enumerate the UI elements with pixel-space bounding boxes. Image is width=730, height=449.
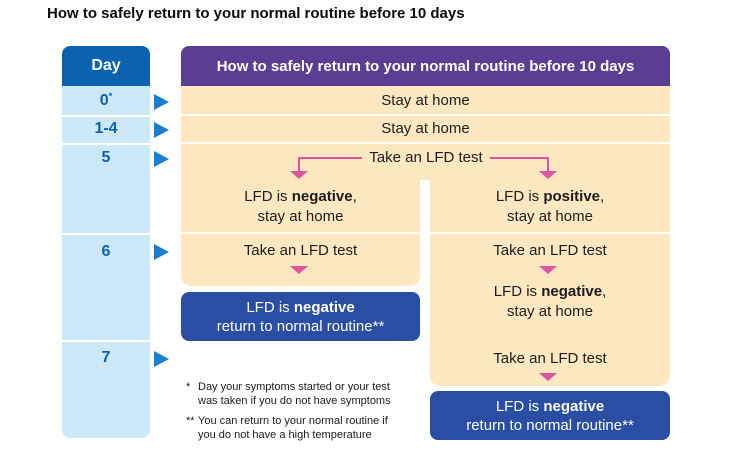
left-branch-arrow-icon <box>290 171 308 179</box>
left-result: LFD is negative, stay at home <box>244 188 357 225</box>
day-label-7: 7 <box>101 349 111 366</box>
right-day-6-result: LFD is negative, stay at home <box>493 283 607 320</box>
day-0-arrow-icon <box>154 94 169 110</box>
day-label-5: 5 <box>101 149 111 166</box>
day-label-0: 0* <box>99 91 113 109</box>
day-divider <box>62 340 150 342</box>
left-final-result: LFD is negative return to normal routine… <box>181 292 420 341</box>
day-divider <box>62 115 150 117</box>
day-1-4-instruction: Stay at home <box>381 120 470 137</box>
right-final-result: LFD is negative return to normal routine… <box>430 391 670 440</box>
day-1-4-arrow-icon <box>154 122 169 138</box>
day-7-arrow-icon <box>154 351 169 367</box>
page-title: How to safely return to your normal rout… <box>47 5 465 22</box>
row-divider <box>181 114 670 116</box>
right-day-6-test: Take an LFD test <box>493 242 607 259</box>
day-0-instruction: Stay at home <box>381 92 470 109</box>
right-panel <box>430 178 670 386</box>
left-day-6-arrow-icon <box>290 266 308 274</box>
day-divider <box>62 143 150 145</box>
day-6-arrow-icon <box>154 244 169 260</box>
shared-panel <box>181 86 670 180</box>
day-column-header: Day <box>62 46 150 86</box>
row-divider <box>181 142 670 144</box>
day-5-arrow-icon <box>154 151 169 167</box>
right-result: LFD is positive, stay at home <box>495 188 605 225</box>
day-divider <box>62 233 150 235</box>
day-label-1-4: 1-4 <box>94 120 118 137</box>
row-divider <box>181 232 670 234</box>
right-day-7-arrow-icon <box>539 373 557 381</box>
flow-header: How to safely return to your normal rout… <box>181 46 670 86</box>
right-day-7-test: Take an LFD test <box>493 350 607 367</box>
right-day-6-arrow-icon <box>539 266 557 274</box>
footnote-temperature: **You can return to your normal routine … <box>186 415 388 441</box>
footnote-symptoms: *Day your symptoms started or your test … <box>186 381 391 407</box>
day-label-6: 6 <box>101 243 111 260</box>
day-5-test: Take an LFD test <box>369 149 483 166</box>
left-day-6-test: Take an LFD test <box>243 242 358 259</box>
day-column: Day 0* 1-4 5 6 7 <box>62 46 150 438</box>
right-branch-arrow-icon <box>539 171 557 179</box>
